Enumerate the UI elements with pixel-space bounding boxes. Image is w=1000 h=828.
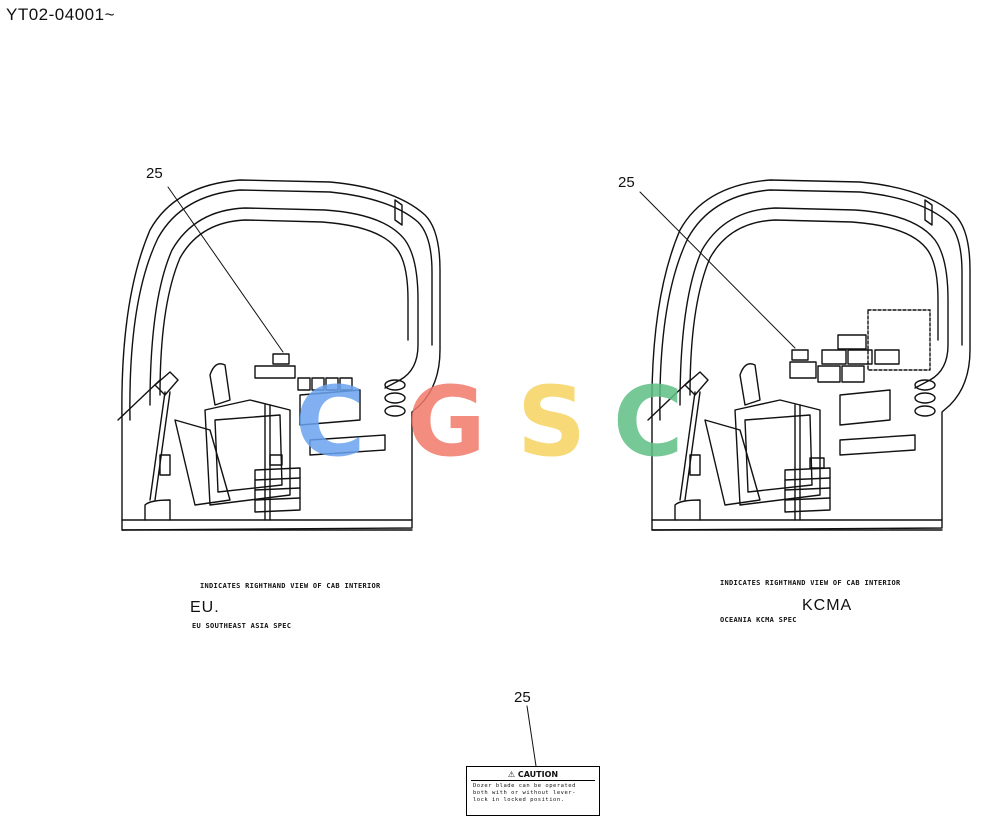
- left-view-caption: INDICATES RIGHTHAND VIEW OF CAB INTERIOR: [200, 582, 381, 590]
- right-view-spec: KCMA: [802, 597, 853, 614]
- watermark-letter: C: [613, 366, 683, 475]
- warning-triangle-icon: ⚠: [507, 770, 516, 779]
- caution-line: both with or without lever-: [473, 790, 576, 796]
- watermark-letter: S: [517, 366, 586, 475]
- right-cab-drawing: [639, 179, 971, 531]
- watermark-letter: C: [295, 366, 365, 475]
- callout-right: 25: [618, 174, 635, 191]
- caution-heading: ⚠ CAUTION: [471, 770, 595, 781]
- callout-left: 25: [146, 165, 163, 182]
- cgsc-watermark: C G S C: [295, 366, 683, 475]
- right-view-spec-detail: OCEANIA KCMA SPEC: [720, 616, 797, 624]
- caution-label: ⚠ CAUTION Dozer blade can be operated bo…: [466, 766, 600, 816]
- right-view-caption: INDICATES RIGHTHAND VIEW OF CAB INTERIOR: [720, 579, 901, 587]
- caution-line: Dozer blade can be operated: [473, 783, 576, 789]
- caution-line: lock in locked position.: [473, 797, 565, 803]
- caution-heading-text: CAUTION: [517, 770, 559, 779]
- caution-body: Dozer blade can be operated both with or…: [473, 783, 595, 804]
- document-code: YT02-04001~: [6, 5, 115, 24]
- bottom-leader-line: [526, 705, 537, 767]
- left-view-spec-detail: EU SOUTHEAST ASIA SPEC: [192, 622, 292, 630]
- callout-bottom: 25: [514, 689, 531, 706]
- left-cab-drawing: [117, 179, 441, 531]
- watermark-letter: G: [407, 366, 486, 475]
- left-view-spec: EU.: [190, 599, 220, 616]
